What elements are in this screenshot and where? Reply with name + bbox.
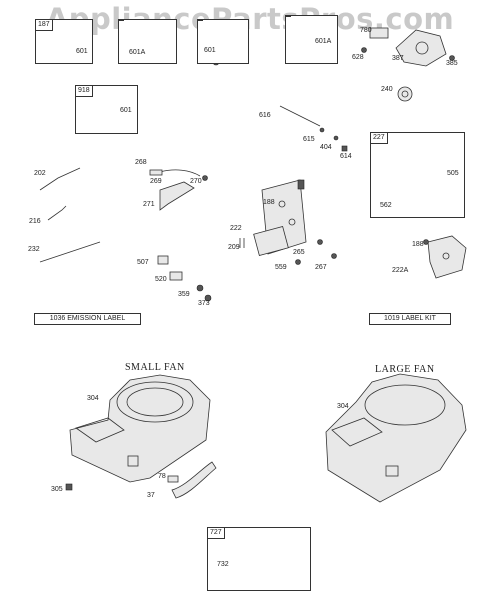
part-188b: [423, 239, 429, 245]
callout: 268: [135, 159, 147, 166]
box-tag: 187: [36, 20, 53, 31]
part-78: [167, 475, 179, 483]
box-tag: 727: [208, 528, 225, 539]
part-37: [171, 461, 217, 499]
part-270: [202, 175, 208, 181]
part-number: 601: [76, 48, 88, 55]
callout: 240: [381, 86, 393, 93]
part-385: [449, 55, 455, 61]
part-615: [319, 127, 325, 133]
callout: 270: [190, 178, 202, 185]
part-359: [196, 284, 204, 292]
part-209: [239, 238, 245, 248]
callout: 216: [29, 218, 41, 225]
box-727: 727: [207, 527, 311, 591]
callout: 780: [360, 27, 372, 34]
callout: 232: [28, 246, 40, 253]
small-fan-heading: SMALL FAN: [125, 362, 185, 373]
part-305: [65, 483, 73, 491]
part-number: 562: [380, 202, 392, 209]
callout: 188: [263, 199, 275, 206]
callout: 222A: [392, 267, 409, 274]
part-265: [317, 239, 323, 245]
box-tag: [119, 20, 124, 21]
box-tag: 918: [76, 86, 93, 97]
box-tag: [286, 16, 291, 17]
box-tag: 227: [371, 133, 388, 144]
part-267: [331, 253, 337, 259]
part-188: [297, 179, 305, 190]
callout: 37: [147, 492, 155, 499]
callout: 265: [293, 249, 305, 256]
box-tag: [198, 20, 203, 21]
callout: 614: [340, 153, 352, 160]
part-number: 505: [447, 170, 459, 177]
large-fan-heading: LARGE FAN: [375, 364, 435, 375]
part-780: [369, 27, 389, 39]
part-387: [395, 29, 447, 67]
callout: 304: [87, 395, 99, 402]
part-number: 601: [204, 47, 216, 54]
part-small-fan-housing: [69, 374, 211, 483]
callout: 267: [315, 264, 327, 271]
part-202: [39, 167, 81, 191]
callout: 78: [158, 473, 166, 480]
callout: 628: [352, 54, 364, 61]
callout: 271: [143, 201, 155, 208]
callout: 209: [228, 244, 240, 251]
part-628: [361, 47, 367, 53]
part-507: [157, 255, 169, 265]
part-614: [341, 145, 348, 152]
emission-label-box: 1036 EMISSION LABEL: [34, 313, 141, 325]
part-559: [295, 259, 301, 265]
callout: 202: [34, 170, 46, 177]
box-601-2: 601: [197, 19, 249, 64]
callout: 188: [412, 241, 424, 248]
part-616: [279, 105, 321, 127]
box-918: 918 601: [75, 85, 138, 134]
callout: 373: [198, 300, 210, 307]
part-216: [47, 205, 67, 221]
label-kit-box: 1019 LABEL KIT: [369, 313, 451, 325]
callout: 269: [150, 178, 162, 185]
part-232: [39, 241, 101, 263]
part-large-fan-housing: [325, 373, 467, 503]
callout: 385: [446, 60, 458, 67]
box-601a-2: 601A: [285, 15, 338, 64]
part-cable-268: [149, 169, 201, 177]
callout: 304: [337, 403, 349, 410]
box-601a-1: 601A: [118, 19, 177, 64]
part-240: [397, 86, 413, 102]
callout: 520: [155, 276, 167, 283]
part-number: 601: [120, 107, 132, 114]
callout: 404: [320, 144, 332, 151]
callout: 616: [259, 112, 271, 119]
callout: 732: [217, 561, 229, 568]
part-271: [159, 181, 195, 211]
callout: 359: [178, 291, 190, 298]
part-520: [169, 271, 183, 281]
part-373: [204, 294, 212, 302]
part-control-bracket: [253, 179, 307, 256]
part-bracket-222a: [427, 235, 467, 279]
callout: 559: [275, 264, 287, 271]
callout: 387: [392, 55, 404, 62]
box-227: 227 505 562: [370, 132, 465, 218]
part-number: 601A: [129, 49, 146, 56]
part-404: [333, 135, 339, 141]
callout: 305: [51, 486, 63, 493]
box-187: 187 601: [35, 19, 93, 64]
part-number: 601A: [315, 38, 332, 45]
callout: 507: [137, 259, 149, 266]
callout: 222: [230, 225, 242, 232]
callout: 615: [303, 136, 315, 143]
